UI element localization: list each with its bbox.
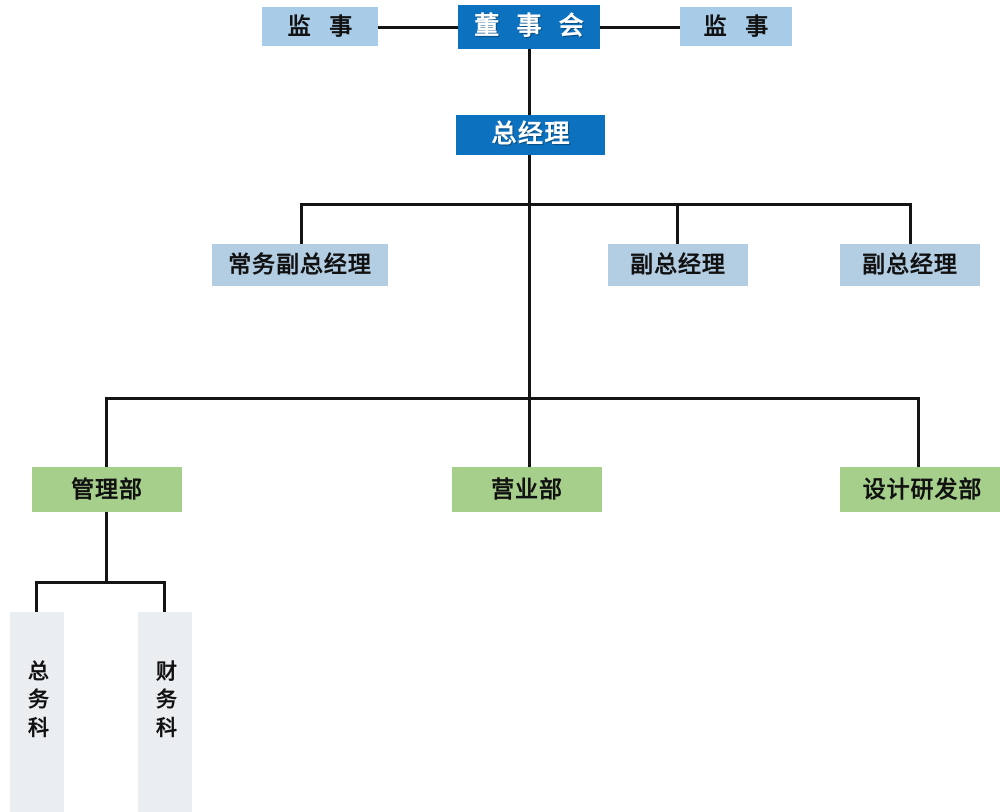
node-board-of-directors[interactable]: 董 事 会 [458,5,600,49]
connector-level4-bar [105,397,920,400]
node-general-manager[interactable]: 总经理 [456,115,605,155]
node-vice-general-manager-1[interactable]: 副总经理 [608,244,748,286]
connector-board-to-right-supervisor [600,26,680,29]
connector-level4-drop-left [105,397,108,469]
connector-level5-drop-left [35,581,38,613]
connector-mgmt-trunk [105,512,108,583]
connector-level4-drop-middle [528,397,531,469]
connector-level3-drop-right [909,203,912,245]
connector-board-to-left-supervisor [378,26,458,29]
connector-level3-bar [300,203,912,206]
node-supervisor-left[interactable]: 监 事 [262,7,378,46]
node-design-rnd-department[interactable]: 设计研发部 [840,467,1000,512]
node-general-affairs-section[interactable]: 总务科 [10,612,64,812]
node-vice-general-manager-2[interactable]: 副总经理 [840,244,980,286]
connector-level3-drop-middle [676,203,679,245]
node-sales-department[interactable]: 营业部 [452,467,602,512]
connector-level5-bar [35,581,166,584]
node-management-department[interactable]: 管理部 [32,467,182,512]
node-executive-vice-general-manager[interactable]: 常务副总经理 [212,244,388,286]
node-supervisor-right[interactable]: 监 事 [680,7,792,46]
connector-gm-trunk [528,155,531,400]
connector-board-to-gm [528,49,531,117]
connector-level4-drop-right [917,397,920,469]
node-finance-section[interactable]: 财务科 [138,612,192,812]
connector-level5-drop-right [163,581,166,613]
connector-level3-drop-left [300,203,303,245]
